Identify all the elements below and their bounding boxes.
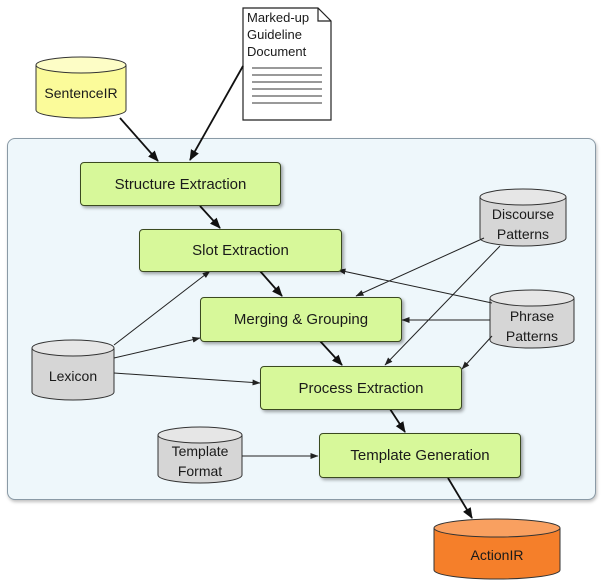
structure-extraction-box: Structure Extraction (80, 162, 281, 206)
merging-grouping-box: Merging & Grouping (200, 297, 402, 342)
guideline-document-label: Marked-up Guideline Document (247, 10, 310, 59)
template-generation-label: Template Generation (350, 447, 490, 464)
slot-extraction-label: Slot Extraction (192, 242, 289, 259)
template-format-label: Template Format (171, 443, 229, 479)
structure-extraction-label: Structure Extraction (114, 175, 247, 193)
discourse-patterns-label: Discourse Patterns (491, 206, 555, 242)
template-generation-box: Template Generation (319, 433, 521, 478)
phrase-patterns-label: Phrase Patterns (505, 308, 559, 344)
action-ir-label: ActionIR (470, 547, 524, 563)
process-extraction-label: Process Extraction (298, 379, 424, 397)
slot-extraction-box: Slot Extraction (139, 229, 342, 272)
sentence-ir-label: SentenceIR (44, 85, 118, 101)
process-extraction-box: Process Extraction (260, 366, 462, 410)
lexicon-label: Lexicon (48, 368, 98, 384)
merging-grouping-label: Merging & Grouping (233, 311, 369, 328)
